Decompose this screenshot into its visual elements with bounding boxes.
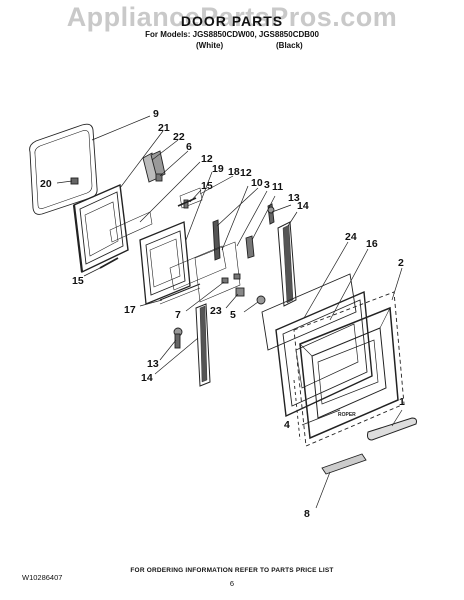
part-trim-strip-8 [321,453,367,475]
part-door-front: ROPER [299,306,399,440]
part-trim-4 [293,379,301,441]
callout-18: 18 [228,166,240,178]
callout-2: 2 [398,257,404,269]
part-door-gasket [29,123,98,215]
part-hinge-13-lower [173,327,183,349]
callout-24: 24 [345,231,357,243]
callout-11: 11 [272,181,283,193]
ordering-note: FOR ORDERING INFORMATION REFER TO PARTS … [130,567,334,574]
callout-20: 20 [40,178,52,190]
part-inner-door-frame [72,183,129,274]
part-channel-14-lower [195,303,211,387]
door-badge: ROPER [338,412,356,418]
part-door-handle [367,417,417,441]
part-screws-7 [221,273,241,284]
callout-1: 1 [399,396,405,408]
document-id: W10286407 [22,573,63,582]
callout-14b: 14 [141,372,153,384]
callout-7: 7 [175,309,181,321]
watermark: AppliancePartsPros.com [66,2,398,32]
callout-13a: 13 [288,192,300,204]
part-window-frame [139,221,191,305]
part-glass-12b [169,245,227,291]
callout-12a: 12 [201,153,213,165]
part-clip-15-upper [177,197,197,207]
callout-19: 19 [212,163,224,175]
part-outer-door-panel [275,290,373,418]
callout-16: 16 [366,238,378,250]
callout-17: 17 [124,304,136,316]
part-screw-11 [245,235,255,259]
variant-black-label: (Black) [276,41,303,50]
callout-labels: 9 21 22 6 20 12 15 19 18 12 10 3 11 13 1… [40,108,405,520]
callout-6: 6 [186,141,192,153]
part-screw-5 [256,295,266,305]
part-glass-3 [194,241,241,303]
part-door-assembly-outline [293,291,405,447]
part-glass-17 [159,283,201,305]
part-glass-18 [179,187,203,209]
part-screw-20 [70,177,79,185]
page-title: DOOR PARTS [180,13,284,29]
callout-12b: 12 [240,167,252,179]
callout-23: 23 [210,305,222,317]
callout-4: 4 [284,419,290,431]
callout-15b: 15 [72,275,84,287]
page-number: 6 [229,579,235,588]
callout-8: 8 [304,508,310,520]
callout-13b: 13 [147,358,159,370]
part-insulation-strip-10 [212,219,221,261]
part-insulation-24 [261,273,357,351]
callout-9: 9 [153,108,159,120]
part-screw-23 [235,287,245,297]
callout-22: 22 [173,131,185,143]
callout-3: 3 [264,179,270,191]
callout-14a: 14 [297,200,309,212]
callout-21: 21 [158,122,170,134]
variant-white-label: (White) [196,41,224,50]
callout-15a: 15 [201,180,213,192]
part-glass-panel-12a [109,211,153,243]
part-screw-6 [155,173,163,182]
callout-10: 10 [251,177,263,189]
callout-5: 5 [230,309,236,321]
part-channel-14-upper [277,221,297,307]
leader-lines [56,115,403,509]
models-line: For Models: JGS8850CDW00, JGS8850CDB00 [145,30,319,39]
